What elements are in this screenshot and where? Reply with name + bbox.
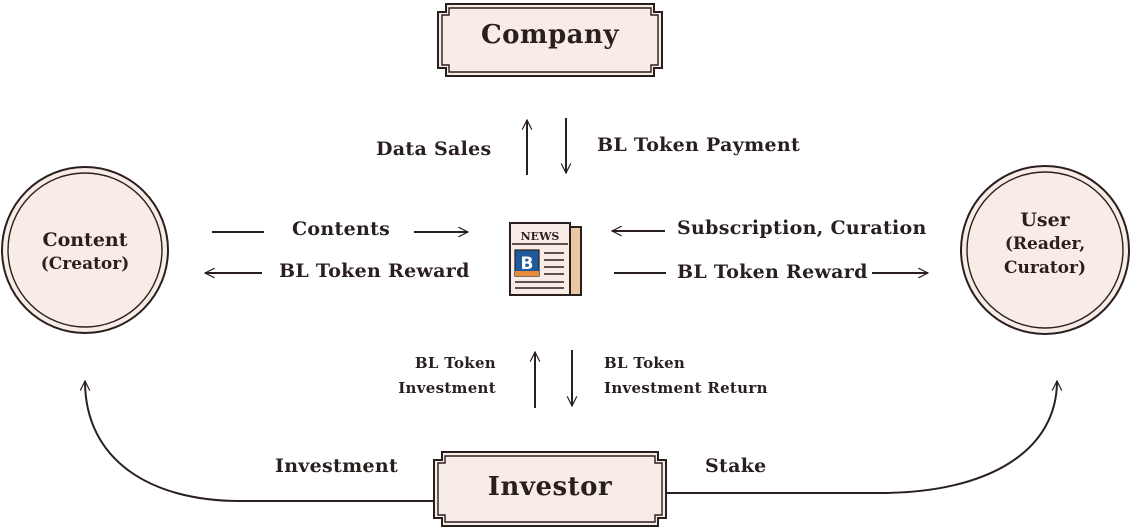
label-subscription-curation: Subscription, Curation	[677, 217, 927, 239]
label-bl-token-return-line2: Investment Return	[604, 379, 768, 397]
arrow-investment	[85, 381, 434, 502]
news-label: NEWS	[521, 230, 560, 243]
label-bl-token-investment: BL Token Investment	[393, 351, 496, 401]
label-bl-token-return-line1: BL Token	[604, 354, 686, 372]
investor-box	[433, 451, 667, 527]
user-subtitle-2: Curator)	[1003, 258, 1087, 278]
user-subtitle-1: (Reader,	[1004, 234, 1086, 254]
company-box	[437, 3, 663, 77]
label-bl-token-investment-return: BL Token Investment Return	[604, 351, 768, 401]
label-bl-token-reward-right: BL Token Reward	[677, 261, 868, 283]
user-node-text: User (Reader, Curator)	[968, 208, 1122, 280]
arrow-stake	[666, 381, 1057, 494]
newspaper-icon: NEWS B	[509, 222, 582, 296]
label-contents: Contents	[292, 218, 391, 240]
user-title: User	[1020, 209, 1070, 231]
content-title: Content	[42, 229, 128, 251]
company-title: Company	[480, 20, 620, 50]
label-stake: Stake	[705, 455, 767, 477]
label-investment: Investment	[275, 455, 399, 477]
content-subtitle: (Creator)	[40, 254, 130, 274]
label-data-sales: Data Sales	[376, 138, 492, 160]
label-bl-token-reward-left: BL Token Reward	[279, 260, 470, 282]
content-circle	[1, 166, 169, 334]
label-bl-token-payment: BL Token Payment	[597, 134, 801, 156]
label-bl-token-investment-line2: Investment	[398, 379, 496, 397]
label-bl-token-investment-line1: BL Token	[414, 354, 496, 372]
news-logo: B	[521, 254, 534, 274]
investor-title: Investor	[487, 472, 613, 502]
content-node-text: Content (Creator)	[8, 228, 162, 276]
user-circle	[960, 165, 1130, 335]
